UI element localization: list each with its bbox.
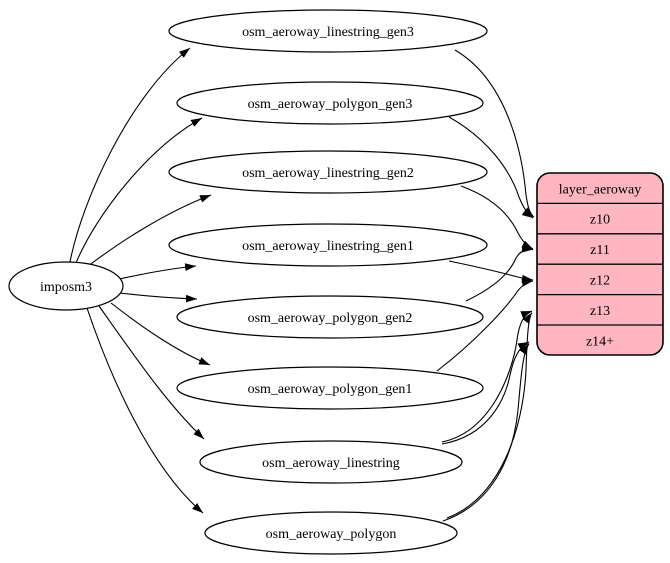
edge-polygon-gen2-to-z11 (465, 244, 534, 302)
imposm3-label: imposm3 (40, 280, 92, 295)
node-osm-aeroway-linestring: osm_aeroway_linestring (199, 440, 463, 484)
edge-imposm3-to-linestring-gen2 (86, 194, 212, 268)
edge-polygon-to-z14plus (442, 343, 530, 522)
row-z12: z12 (590, 274, 610, 289)
edge-polygon-gen3-to-z10 (448, 116, 534, 219)
row-z10: z10 (590, 213, 610, 228)
edge-linestring-gen1-to-z12 (448, 260, 534, 283)
row-z13: z13 (590, 304, 610, 319)
polygon-gen3-label: osm_aeroway_polygon_gen3 (248, 97, 413, 112)
polygon-gen2-ellipse (176, 295, 484, 339)
node-osm-aeroway-polygon-gen1: osm_aeroway_polygon_gen1 (176, 366, 484, 410)
edge-imposm3-to-polygon-gen2 (119, 292, 198, 303)
node-osm-aeroway-polygon-gen2: osm_aeroway_polygon_gen2 (176, 295, 484, 339)
polygon-gen1-ellipse (176, 366, 484, 410)
edge-imposm3-to-linestring (98, 305, 205, 440)
linestring-gen3-label: osm_aeroway_linestring_gen3 (242, 25, 414, 40)
polygon-gen3-ellipse (176, 81, 484, 125)
linestring-gen3-ellipse (168, 9, 488, 53)
edge-imposm3-to-polygon-gen1 (110, 302, 211, 366)
row-z14plus: z14+ (586, 335, 614, 350)
edge-polygon-to-z13 (446, 312, 533, 519)
polygon-gen1-label: osm_aeroway_polygon_gen1 (248, 382, 413, 397)
edge-imposm3-to-linestring-gen1 (118, 263, 197, 280)
node-osm-aeroway-polygon: osm_aeroway_polygon (204, 511, 458, 555)
row-z11: z11 (590, 243, 610, 258)
polygon-ellipse (204, 511, 458, 555)
edge-imposm3-to-polygon (86, 307, 204, 514)
polygon-gen2-label: osm_aeroway_polygon_gen2 (248, 311, 413, 326)
linestring-ellipse (199, 440, 463, 484)
edge-linestring-gen3-to-z10 (454, 49, 535, 218)
layer-aeroway-title: layer_aeroway (559, 183, 641, 198)
edges-tables-to-layer (436, 49, 535, 522)
node-osm-aeroway-linestring-gen2: osm_aeroway_linestring_gen2 (168, 150, 488, 194)
linestring-gen1-label: osm_aeroway_linestring_gen1 (242, 239, 414, 254)
edge-polygon-gen1-to-z12 (436, 279, 534, 372)
edge-imposm3-to-polygon-gen3 (75, 117, 203, 264)
linestring-gen2-label: osm_aeroway_linestring_gen2 (242, 166, 414, 181)
node-osm-aeroway-polygon-gen3: osm_aeroway_polygon_gen3 (176, 81, 484, 125)
polygon-label: osm_aeroway_polygon (266, 527, 397, 542)
linestring-label: osm_aeroway_linestring (262, 456, 400, 471)
linestring-gen2-ellipse (168, 150, 488, 194)
imposm3-ellipse (8, 261, 124, 311)
node-osm-aeroway-linestring-gen1: osm_aeroway_linestring_gen1 (168, 223, 488, 267)
node-osm-aeroway-linestring-gen3: osm_aeroway_linestring_gen3 (168, 9, 488, 53)
node-imposm3: imposm3 (8, 261, 124, 311)
edge-imposm3-to-linestring-gen3 (69, 47, 191, 263)
node-layer-aeroway: layer_aeroway z10 z11 z12 z13 z14+ (536, 172, 664, 356)
edges-source-to-tables (69, 47, 212, 514)
linestring-gen1-ellipse (168, 223, 488, 267)
